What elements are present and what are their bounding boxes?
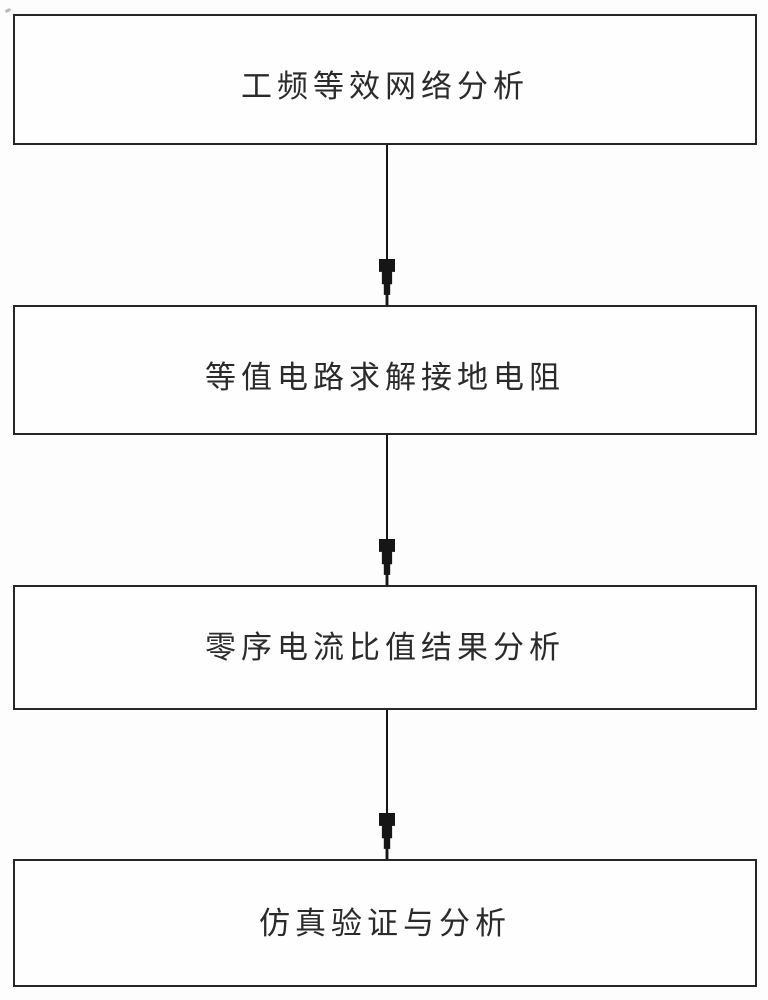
down-arrow — [378, 145, 396, 305]
flow-node-step-2: 等值电路求解接地电阻 — [13, 305, 757, 435]
flow-node-label: 仿真验证与分析 — [259, 905, 511, 941]
flow-node-step-3: 零序电流比值结果分析 — [13, 585, 757, 710]
arrowhead-down-icon — [379, 813, 395, 859]
arrowhead-down-icon — [379, 539, 395, 585]
flow-node-label: 工频等效网络分析 — [241, 69, 529, 104]
flow-node-label: 等值电路求解接地电阻 — [205, 359, 565, 395]
arrowhead-down-icon — [379, 259, 395, 305]
arrow-shaft — [386, 710, 388, 813]
flow-node-step-4: 仿真验证与分析 — [13, 859, 757, 987]
scan-artifact — [4, 7, 12, 14]
arrow-shaft — [386, 145, 388, 259]
flow-node-step-1: 工频等效网络分析 — [13, 14, 757, 145]
arrow-shaft — [386, 435, 388, 539]
down-arrow — [378, 435, 396, 585]
down-arrow — [378, 710, 396, 859]
flow-node-label: 零序电流比值结果分析 — [205, 630, 565, 665]
